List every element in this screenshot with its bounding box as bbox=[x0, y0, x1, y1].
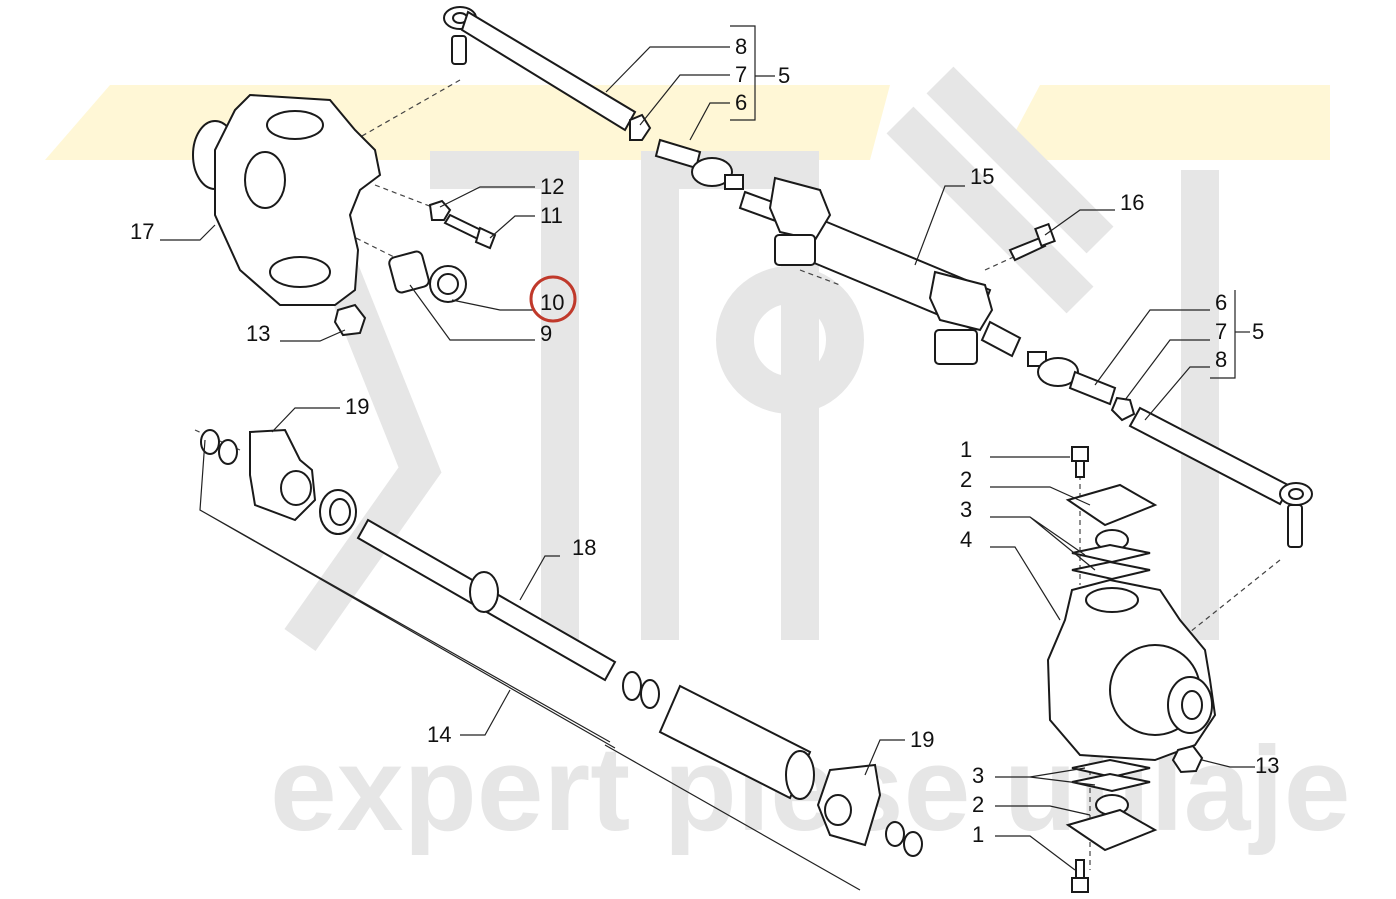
inner-ball-joint-top bbox=[654, 138, 744, 190]
callout-2-top: 2 bbox=[960, 467, 972, 492]
callout-3-top: 3 bbox=[960, 497, 972, 522]
callout-19-top: 19 bbox=[345, 394, 369, 419]
o-rings-left bbox=[200, 429, 238, 465]
tie-rod-right bbox=[1027, 351, 1313, 548]
watermark-logo bbox=[282, 66, 1219, 651]
seal-10 bbox=[429, 265, 467, 303]
inner-ball-joint-right bbox=[1027, 351, 1117, 406]
o-rings-center bbox=[622, 671, 660, 709]
callout-11: 11 bbox=[540, 203, 563, 228]
watermark-logo-band-right bbox=[1000, 85, 1330, 160]
bolt-1-top bbox=[1071, 446, 1089, 478]
cylinder-rod-right bbox=[980, 320, 1022, 358]
tie-rod-tube-top bbox=[460, 10, 637, 132]
callout-15: 15 bbox=[970, 164, 994, 189]
axle-tube bbox=[658, 684, 815, 800]
nut-13-right bbox=[1171, 744, 1204, 774]
callout-13-left: 13 bbox=[246, 321, 270, 346]
callout-3-bottom: 3 bbox=[972, 763, 984, 788]
kingpin-cap-2-bottom bbox=[1065, 794, 1158, 852]
callout-7-top: 7 bbox=[735, 62, 747, 87]
callout-5-top: 5 bbox=[778, 63, 790, 88]
steering-knuckle-left bbox=[192, 93, 382, 306]
tie-rod-top bbox=[443, 6, 744, 190]
callout-8-right: 8 bbox=[1215, 347, 1227, 372]
bolt-11 bbox=[443, 213, 497, 250]
bearing-ring-left bbox=[319, 489, 357, 535]
callout-16: 16 bbox=[1120, 190, 1144, 215]
lock-nut-top bbox=[629, 113, 652, 141]
tie-rod-tube-right bbox=[1128, 406, 1292, 506]
steering-knuckle-right bbox=[1046, 578, 1217, 762]
nut-13-left bbox=[333, 303, 367, 337]
callout-1-bottom: 1 bbox=[972, 822, 984, 847]
lock-nut-right bbox=[1110, 396, 1136, 422]
callout-10: 10 bbox=[540, 290, 564, 315]
leader-lines bbox=[160, 25, 1255, 891]
steering-cylinder bbox=[738, 176, 1022, 365]
kingpin-cap-2-top bbox=[1065, 483, 1158, 551]
callout-19-bottom: 19 bbox=[910, 727, 934, 752]
callouts: 8 7 6 5 12 11 17 10 9 13 15 16 6 7 5 8 1… bbox=[130, 34, 1279, 847]
callout-17: 17 bbox=[130, 219, 154, 244]
watermark-logo-band bbox=[45, 85, 890, 160]
callout-6-right: 6 bbox=[1215, 290, 1227, 315]
callout-14: 14 bbox=[427, 722, 451, 747]
callout-9: 9 bbox=[540, 321, 552, 346]
cylinder-mount-right bbox=[928, 270, 994, 365]
callout-6-top: 6 bbox=[735, 90, 747, 115]
shim-3-bottom bbox=[1071, 758, 1151, 793]
shaft-18 bbox=[356, 518, 617, 682]
highlight-ring-part-10 bbox=[529, 275, 577, 323]
bracket-19-top bbox=[249, 428, 317, 522]
bracket-19-bottom bbox=[816, 763, 882, 847]
bolt-1-bottom bbox=[1071, 859, 1089, 893]
shim-3-top bbox=[1071, 543, 1151, 581]
callout-13-right: 13 bbox=[1255, 753, 1279, 778]
callout-4: 4 bbox=[960, 527, 972, 552]
callout-2-bottom: 2 bbox=[972, 792, 984, 817]
cylinder-mount-left bbox=[768, 176, 832, 266]
nut-12 bbox=[428, 199, 452, 221]
callout-5-right: 5 bbox=[1252, 319, 1264, 344]
callout-12: 12 bbox=[540, 174, 564, 199]
callout-7-right: 7 bbox=[1215, 319, 1227, 344]
bushing-9 bbox=[388, 250, 430, 294]
callout-8-top: 8 bbox=[735, 34, 747, 59]
o-rings-right bbox=[885, 821, 923, 857]
callout-1-top: 1 bbox=[960, 437, 972, 462]
ball-joint-right bbox=[1279, 482, 1313, 548]
callout-18: 18 bbox=[572, 535, 596, 560]
